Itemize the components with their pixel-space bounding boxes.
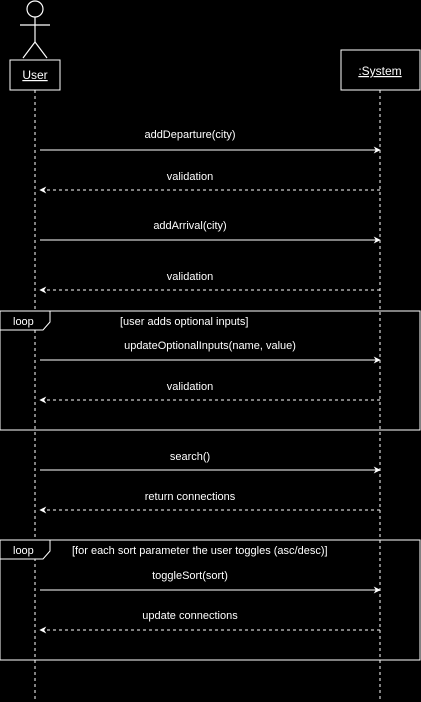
loop-guard-label: [for each sort parameter the user toggle… (72, 545, 328, 557)
loop-fragment-optional-inputs: loop [user adds optional inputs] (0, 310, 421, 431)
loop-operator-label: loop (13, 316, 34, 328)
message-validation-2: validation (39, 271, 380, 294)
loop-operator-label: loop (13, 545, 34, 557)
message-label: return connections (145, 491, 236, 503)
loop-fragment-sort: loop [for each sort parameter the user t… (0, 539, 421, 661)
message-search: search() (40, 451, 381, 474)
message-update-connections: update connections (39, 610, 380, 634)
message-validation-1: validation (39, 171, 380, 194)
message-return-connections: return connections (39, 491, 380, 514)
message-add-arrival: addArrival(city) (40, 220, 381, 244)
message-label: addArrival(city) (153, 220, 226, 232)
message-add-departure: addDeparture(city) (40, 129, 381, 154)
participant-user[interactable]: User (9, 59, 61, 91)
message-label: toggleSort(sort) (152, 570, 228, 582)
message-label: updateOptionalInputs(name, value) (124, 340, 296, 352)
message-toggle-sort: toggleSort(sort) (40, 570, 381, 594)
participant-system-label: :System (358, 64, 401, 78)
message-label: validation (167, 171, 213, 183)
message-label: addDeparture(city) (144, 129, 235, 141)
message-label: validation (167, 381, 213, 393)
message-label: search() (170, 451, 210, 463)
actor-icon (20, 0, 50, 59)
message-label: validation (167, 271, 213, 283)
message-label: update connections (142, 610, 238, 622)
message-validation-3: validation (39, 381, 380, 404)
message-update-optional-inputs: updateOptionalInputs(name, value) (40, 340, 381, 364)
loop-guard-label: [user adds optional inputs] (120, 316, 248, 328)
participant-system[interactable]: :System (340, 49, 421, 91)
participant-user-label: User (22, 68, 47, 82)
